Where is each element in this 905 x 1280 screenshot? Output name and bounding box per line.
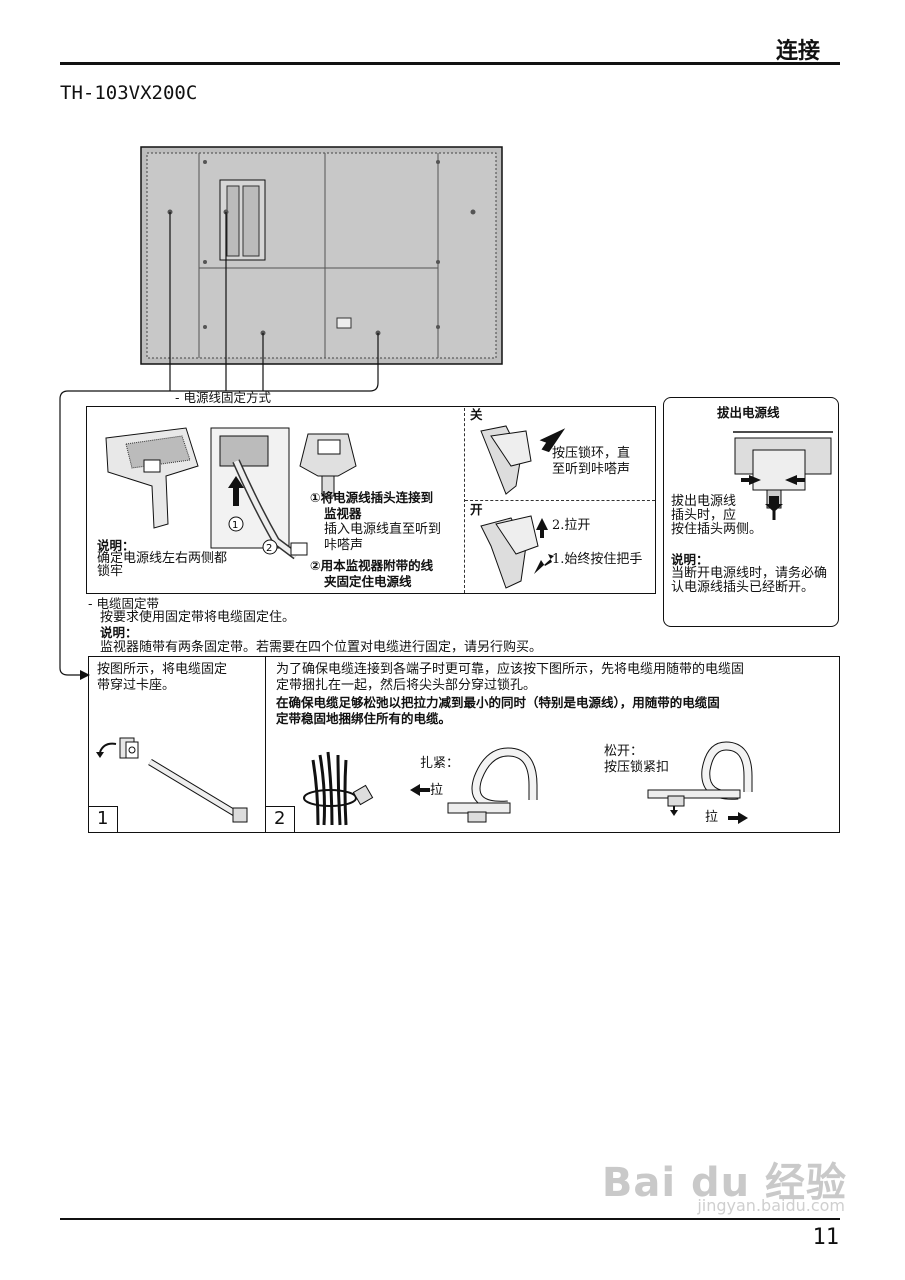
step1-desc-line1: 插入电源线直至听到 <box>324 522 442 537</box>
unplug-panel <box>663 397 839 627</box>
section-title: 连接 <box>775 39 820 64</box>
step2-line1: 为了确保电缆连接到各端子时更可靠，应该按下图所示，先将电缆用随带的电缆固 <box>276 662 745 677</box>
steps-divider <box>265 657 266 832</box>
step1-line2: 带穿过卡座。 <box>97 678 176 693</box>
loosen-label: 松开： <box>604 744 644 759</box>
header-rule <box>60 62 840 65</box>
pull-label-right: 拉 <box>705 810 719 825</box>
clip-close-desc-line2: 至听到咔嗒声 <box>552 462 631 477</box>
tighten-label: 扎紧： <box>420 756 460 771</box>
step1-title-line2: 监视器 <box>324 506 362 521</box>
unplug-desc-line2: 插头时，应 <box>671 508 737 523</box>
power-note-line1: 确定电源线左右两侧都 <box>97 551 228 566</box>
unplug-note-line2: 认电源线插头已经断开。 <box>671 580 815 595</box>
cable-band-note-text: 监视器随带有两条固定带。若需要在四个位置对电缆进行固定，请另行购买。 <box>100 640 543 655</box>
svg-text:2: 2 <box>266 543 272 554</box>
monitor-rear-diagram <box>59 146 503 680</box>
step1-line1: 按图所示，将电缆固定 <box>97 662 228 677</box>
clip-open-step1: 1.始终按住把手 <box>552 552 643 567</box>
step2-number: 2 <box>274 808 286 829</box>
power-cord-fix-panel <box>86 406 656 594</box>
clip-open-step2: 2.拉开 <box>552 518 591 533</box>
power-cord-fix-label: - 电源线固定方式 <box>175 390 271 405</box>
step2-title-line1: ②用本监视器附带的线 <box>310 558 434 573</box>
panel-divider-h <box>465 500 655 501</box>
footer-rule <box>60 1218 840 1220</box>
cable-band-instruction: 按要求使用固定带将电缆固定住。 <box>100 610 296 625</box>
step2-line2: 定带捆扎在一起，然后将尖头部分穿过锁孔。 <box>276 678 537 693</box>
unplug-desc-line1: 拔出电源线 <box>671 494 737 509</box>
panel-divider <box>464 408 465 593</box>
page-number: 11 <box>812 1225 840 1250</box>
cable-band-steps-panel <box>88 656 840 833</box>
power-cord-illustration: 1 2 <box>105 425 566 589</box>
clip-close-label: 关 <box>470 407 483 422</box>
step2-bold-line1: 在确保电缆足够松弛以把拉力减到最小的同时（特别是电源线），用随带的电缆固 <box>276 695 720 710</box>
step2-title-line2: 夹固定住电源线 <box>324 574 412 589</box>
watermark-logo: Bai du 经验 <box>601 1160 847 1206</box>
unplug-illustration <box>733 431 833 520</box>
unplug-desc-line3: 按住插头两侧。 <box>671 522 763 537</box>
step2-number-box <box>265 806 295 833</box>
pull-label-left: 拉 <box>430 783 444 798</box>
cable-band-label: - 电缆固定带 <box>88 596 159 611</box>
step1-desc-line2: 咔嗒声 <box>324 538 364 553</box>
clip-close-desc-line1: 按压锁环，直 <box>552 446 631 461</box>
power-note-label: 说明： <box>97 538 135 553</box>
step1-number-box <box>88 806 118 833</box>
unplug-note-line1: 当断开电源线时，请务必确 <box>671 566 828 581</box>
unplug-title: 拔出电源线 <box>717 405 780 420</box>
cable-band-note-label: 说明： <box>100 625 138 640</box>
model-number: TH-103VX200C <box>60 82 198 104</box>
cable-band-illustration <box>96 737 753 826</box>
step1-title-line1: ①将电源线插头连接到 <box>310 490 434 505</box>
svg-text:1: 1 <box>232 520 238 531</box>
step2-bold-line2: 定带稳固地捆绑住所有的电缆。 <box>276 711 452 726</box>
loosen-desc: 按压锁紧扣 <box>604 760 670 775</box>
clip-open-label: 开 <box>470 502 483 517</box>
unplug-note-label: 说明： <box>671 552 709 567</box>
watermark-url: jingyan.baidu.com <box>697 1196 845 1215</box>
power-note-line2: 锁牢 <box>97 564 124 579</box>
step1-number: 1 <box>97 808 109 829</box>
